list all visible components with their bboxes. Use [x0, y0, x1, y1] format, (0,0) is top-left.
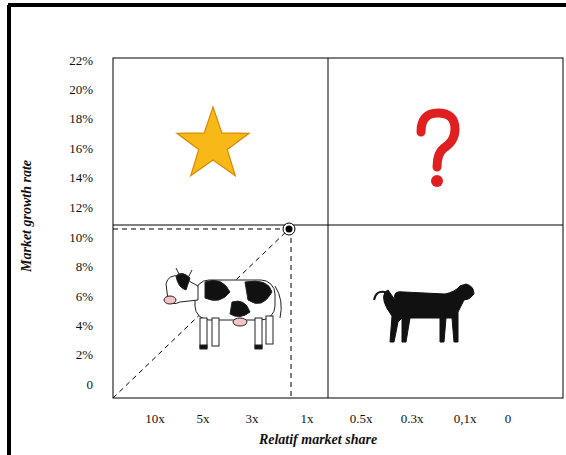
y-tick-label: 18%	[69, 111, 93, 126]
y-axis-title: Market growth rate	[19, 160, 35, 272]
point-marker	[283, 223, 295, 235]
question-dot	[431, 175, 443, 187]
x-tick-label: 3x	[246, 411, 259, 426]
frame-top	[8, 3, 566, 7]
y-tick-label: 22%	[69, 53, 93, 68]
x-tick-label: 0	[505, 411, 512, 426]
x-tick-label: 0.3x	[401, 411, 424, 426]
diagonal-guide	[113, 229, 289, 398]
x-tick-label: 10x	[145, 411, 165, 426]
y-tick-label: 4%	[76, 318, 93, 333]
horizontal-guide	[113, 229, 289, 230]
dog-symbol	[374, 284, 474, 342]
x-tick-label: 0.5x	[350, 411, 373, 426]
y-tick-label: 8%	[76, 259, 93, 274]
y-tick-label: 6%	[76, 289, 93, 304]
x-tick-label: 5x	[197, 411, 210, 426]
y-tick-label: 12%	[69, 200, 93, 215]
y-tick-label: 16%	[69, 141, 93, 156]
frame-left	[7, 5, 11, 455]
plot-box	[113, 58, 563, 398]
quadrant-divider-vertical	[328, 58, 329, 398]
y-tick-label: 2%	[76, 347, 93, 362]
point-dot	[286, 226, 293, 233]
y-tick-label: 14%	[69, 170, 93, 185]
question-symbol	[421, 113, 455, 167]
x-tick-label: 0,1x	[454, 411, 477, 426]
quadrant-divider-horizontal	[113, 225, 563, 226]
star-symbol	[177, 107, 249, 176]
x-tick-label: 1x	[301, 411, 314, 426]
x-axis-title: Relatif market share	[259, 432, 377, 448]
y-tick-label: 0	[87, 377, 94, 392]
y-tick-label: 10%	[69, 230, 93, 245]
vertical-guide	[291, 229, 292, 396]
y-tick-label: 20%	[69, 82, 93, 97]
cow-symbol	[164, 268, 281, 349]
